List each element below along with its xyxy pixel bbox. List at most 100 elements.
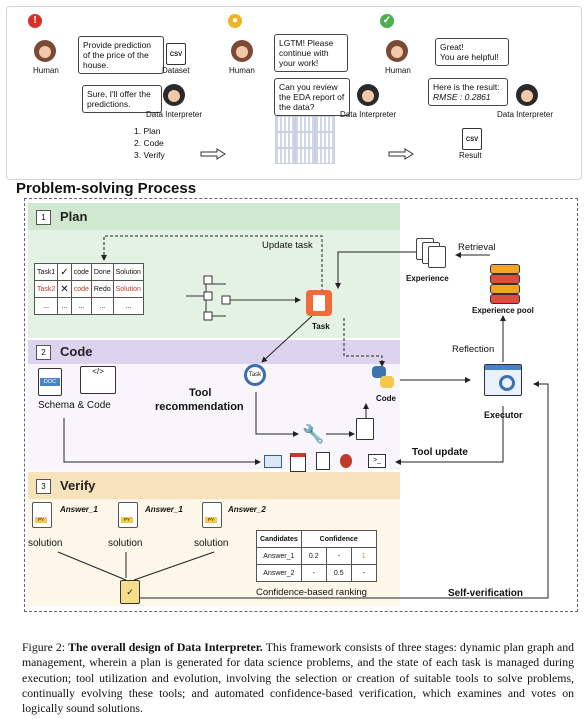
confidence-header: Confidence: [300, 530, 377, 548]
confidence-cell: -: [350, 564, 377, 582]
step-plan: 1. Plan: [134, 126, 161, 136]
candidate-cell: Answer_1: [256, 547, 302, 565]
agent-label: Data Interpreter: [497, 110, 554, 119]
python-file-icon: PY: [32, 502, 52, 528]
plan-title: Plan: [60, 209, 88, 224]
table-header-row: Candidates Confidence: [256, 530, 377, 548]
task-state-table: Task1 ✓ code Done Solution Task2 ✕ code …: [33, 263, 144, 315]
step-code: 2. Code: [134, 138, 164, 148]
task-id-cell: ...: [33, 297, 59, 315]
step-verify: 3. Verify: [134, 150, 165, 160]
human-label: Human: [33, 66, 59, 75]
human-request-bubble: Provide prediction of the price of the h…: [78, 36, 164, 74]
dataset-label: Dataset: [162, 66, 190, 75]
task-type-cell: code: [70, 263, 92, 281]
confidence-cell: -: [300, 564, 327, 582]
verify-title: Verify: [60, 478, 96, 493]
task-result-cell: ...: [112, 297, 144, 315]
result-label: Result: [459, 151, 482, 160]
solution-label: solution: [194, 538, 229, 549]
answer-label: Answer_1: [145, 505, 183, 514]
self-verification-label: Self-verification: [448, 588, 524, 599]
stage-arrow-icon: [200, 148, 226, 160]
candidates-header: Candidates: [256, 530, 302, 548]
task-type-cell: code: [70, 280, 92, 298]
reflection-label: Reflection: [452, 344, 495, 355]
caption-bold: The overall design of Data Interpreter.: [68, 640, 263, 654]
confidence-cell: 0.2: [300, 547, 327, 565]
solution-label: solution: [108, 538, 143, 549]
human-avatar: [231, 40, 253, 62]
tool-recommendation-label: Tool recommendation: [155, 386, 244, 414]
solution-label: solution: [28, 538, 63, 549]
section-title: Problem-solving Process: [16, 180, 197, 197]
result-line-1: Here is the result:: [433, 82, 500, 92]
ranking-label: Confidence-based ranking: [256, 587, 367, 598]
lightbulb-badge-icon: ●: [228, 14, 242, 28]
task-type-cell: ...: [70, 297, 92, 315]
code-window-icon: </>: [80, 366, 116, 394]
task-state-cell: ...: [57, 297, 72, 315]
human-label: Human: [229, 66, 255, 75]
cross-icon: ✕: [57, 280, 72, 298]
code-number: 2: [36, 345, 51, 360]
python-file-icon: PY: [202, 502, 222, 528]
bug-tool-icon: [340, 454, 352, 468]
plan-number: 1: [36, 210, 51, 225]
human-avatar: [34, 40, 56, 62]
plan-header: [28, 203, 400, 230]
data-interpreter-avatar: [357, 84, 379, 106]
magnifier-search-icon: Task: [244, 364, 266, 386]
answer-label: Answer_1: [60, 505, 98, 514]
terminal-tool-icon: >_: [368, 454, 386, 468]
executor-gear-icon: [484, 364, 522, 396]
human-label: Human: [385, 66, 411, 75]
tool-rec-line-2: recommendation: [155, 401, 244, 413]
process-frame: [24, 198, 578, 612]
document-tool-icon: [316, 452, 330, 470]
agent-reply-bubble: Sure, I'll offer the predictions.: [82, 85, 162, 113]
table-row: ... ... ... ... ...: [33, 297, 144, 315]
confidence-cell: 1: [350, 547, 377, 565]
calendar-tool-icon: [290, 453, 306, 472]
caption-body: This framework consists of three stages:…: [22, 640, 575, 716]
schema-code-label: Schema & Code: [38, 400, 111, 411]
tool-update-label: Tool update: [412, 447, 468, 458]
update-task-label: Update task: [262, 240, 313, 251]
data-interpreter-avatar: [516, 84, 538, 106]
task-result-cell: Solution: [112, 280, 144, 298]
thumbs-up-badge-icon: ✓: [380, 14, 394, 28]
table-row: Answer_1 0.2 - 1: [256, 547, 377, 565]
task-clipboard-icon: [306, 290, 332, 316]
thanks-line-2: You are helpful!: [440, 52, 499, 62]
task-status-cell: Done: [90, 263, 114, 281]
check-icon: ✓: [57, 263, 72, 281]
email-tool-icon: [264, 455, 282, 468]
human-avatar: [386, 40, 408, 62]
python-file-icon: PY: [118, 502, 138, 528]
code-label: Code: [376, 394, 396, 403]
task-status-cell: ...: [90, 297, 114, 315]
task-id-cell: Task1: [33, 263, 59, 281]
agent-eda-bubble: Can you review the EDA report of the dat…: [274, 78, 350, 116]
doc-file-icon: DOC: [38, 368, 62, 396]
agent-label: Data Interpreter: [340, 110, 397, 119]
task-result-cell: Solution: [112, 263, 144, 281]
agent-result-bubble: Here is the result: RMSE : 0.2861: [428, 78, 508, 106]
experience-label: Experience: [406, 274, 449, 283]
confidence-table: Candidates Confidence Answer_1 0.2 - 1 A…: [256, 530, 377, 582]
agent-label: Data Interpreter: [146, 110, 203, 119]
human-approval-bubble: LGTM! Please continue with your work!: [274, 34, 348, 72]
verify-number: 3: [36, 479, 51, 494]
task-id-cell: Task2: [33, 280, 59, 298]
confidence-cell: -: [325, 547, 352, 565]
dataset-csv-icon: CSV: [166, 43, 186, 65]
code-title: Code: [60, 344, 93, 359]
code-header: [28, 340, 400, 364]
experience-pool-label: Experience pool: [472, 306, 534, 315]
alert-badge-icon: !: [28, 14, 42, 28]
caption-prefix: Figure 2:: [22, 640, 69, 654]
verify-header: [28, 472, 400, 499]
verification-clipboard-icon: ✓: [120, 580, 140, 604]
executor-label: Executor: [484, 410, 523, 420]
